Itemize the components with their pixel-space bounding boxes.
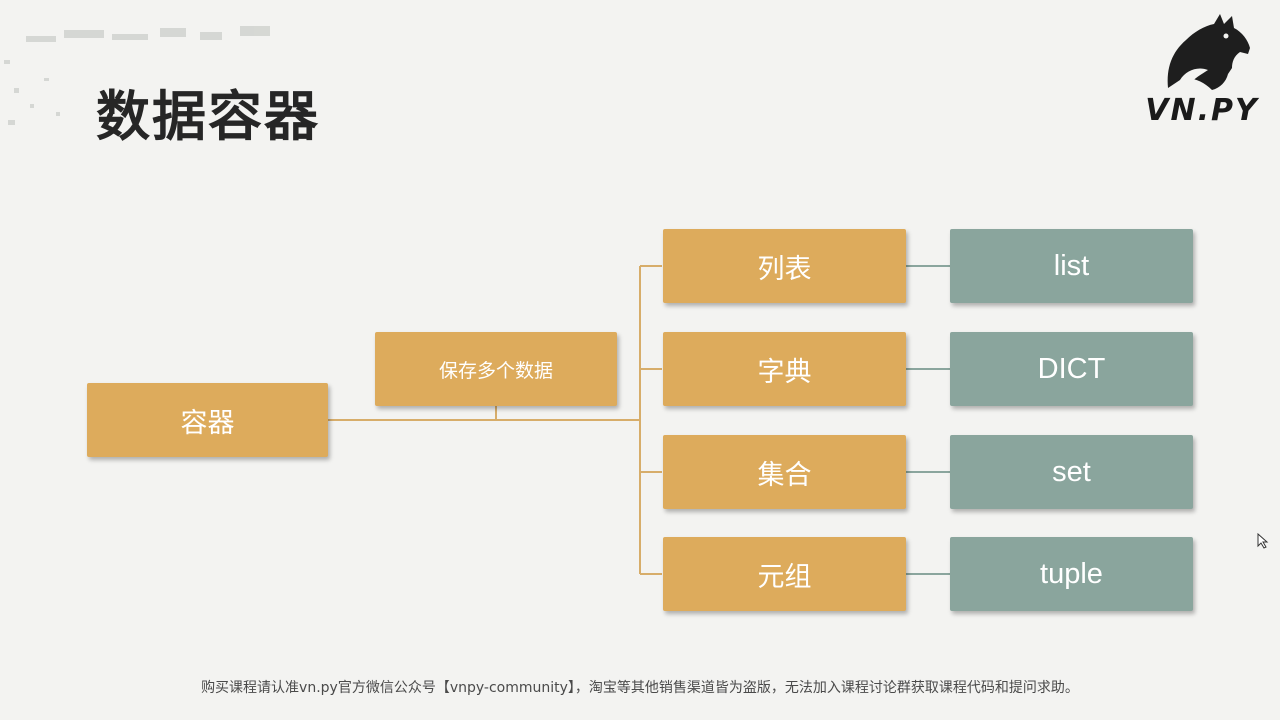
node-category-set: 集合 (663, 435, 906, 509)
logo-text: VN.PY (1145, 93, 1259, 128)
node-type-list: list (950, 229, 1193, 303)
node-category-dict: 字典 (663, 332, 906, 406)
node-type-dict: DICT (950, 332, 1193, 406)
node-category-list: 列表 (663, 229, 906, 303)
page-title: 数据容器 (96, 85, 320, 148)
node-category-tuple: 元组 (663, 537, 906, 611)
horse-head-icon (1167, 14, 1250, 90)
cursor-icon (1257, 533, 1269, 549)
node-middle: 保存多个数据 (375, 332, 617, 406)
footer-notice: 购买课程请认准vn.py官方微信公众号【vnpy-community】，淘宝等其… (201, 680, 1079, 696)
node-type-set: set (950, 435, 1193, 509)
node-type-tuple: tuple (950, 537, 1193, 611)
decorative-noise (4, 26, 270, 125)
node-root: 容器 (87, 383, 328, 457)
